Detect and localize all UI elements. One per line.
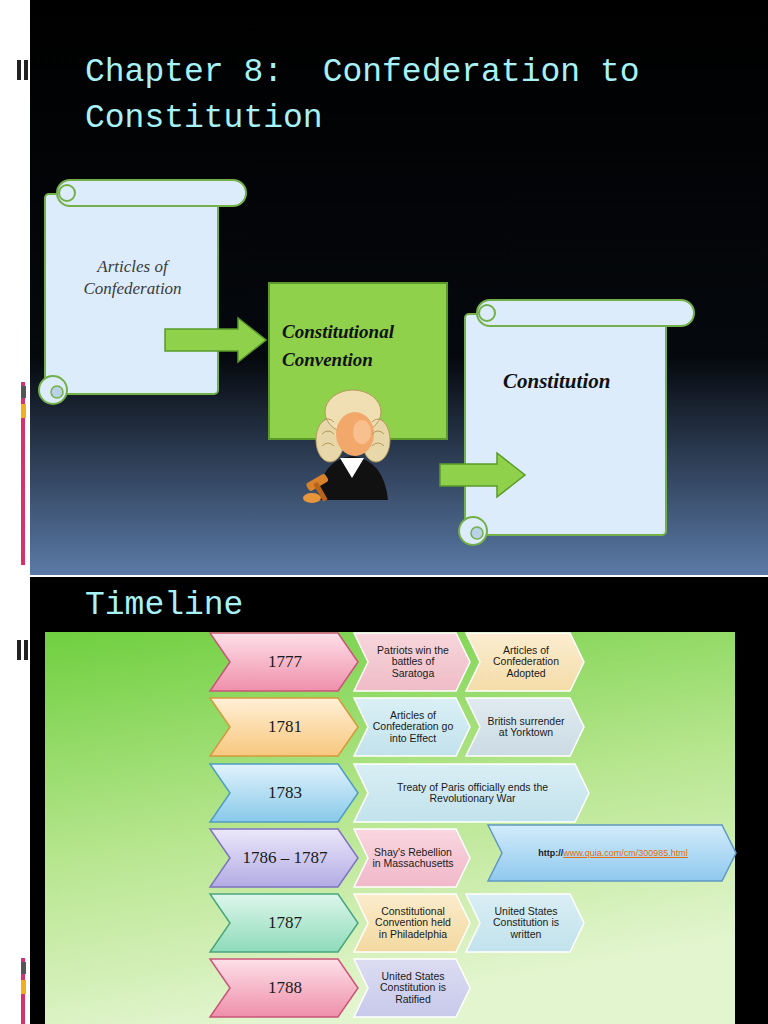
event-chevron: Articles of Confederation Adopted [466, 633, 584, 691]
node-text: Articles of Confederation [75, 256, 190, 300]
block-arrow [165, 318, 266, 362]
event-chevron: United States Constitution is Ratified [354, 959, 470, 1017]
node-text: Shay's Rebellion in Massachusetts [371, 847, 455, 870]
link-chevron: http://www.quia.com/cm/300985.html [488, 825, 736, 881]
node-text: United States Constitution is written [483, 906, 569, 941]
node-text: United States Constitution is Ratified [371, 971, 455, 1006]
text-block: 1788 [268, 978, 302, 998]
node-text: Articles of Confederation go into Effect [371, 710, 455, 745]
slide-title: Timeline [85, 584, 243, 628]
text-block: Treaty of Paris officially ends the Revo… [371, 782, 574, 805]
text-block: Shay's Rebellion in Massachusetts [371, 847, 455, 870]
node-text: www.quia.com/cm/300985.html [563, 848, 688, 858]
node-text: 1783 [268, 783, 302, 803]
event-chevron: Constitutional Convention held in Philad… [354, 894, 470, 952]
year-chevron: 1777 [210, 633, 358, 691]
year-chevron: 1787 [210, 894, 358, 952]
text-block: Articles of Confederation [75, 256, 190, 300]
event-chevron: Articles of Confederation go into Effect [354, 698, 470, 756]
text-block: Constitution [503, 368, 668, 394]
node-text: British surrender at Yorktown [483, 716, 569, 739]
text-block: http://www.quia.com/cm/300985.html [538, 847, 688, 859]
node-text: 1777 [268, 652, 302, 672]
year-chevron: 1788 [210, 959, 358, 1017]
text-block: 1787 [268, 913, 302, 933]
node-text: Constitutional Convention held in Philad… [371, 906, 455, 941]
slide-title: Chapter 8: Confederation to Constitution [85, 50, 685, 142]
event-chevron: Treaty of Paris officially ends the Revo… [354, 764, 589, 822]
text-block: 1783 [268, 783, 302, 803]
text-block: Constitutional Convention [282, 318, 440, 374]
node-text: 1788 [268, 978, 302, 998]
text-block: 1786 – 1787 [243, 848, 328, 868]
event-chevron: British surrender at Yorktown [466, 698, 584, 756]
text-block: Constitutional Convention held in Philad… [371, 906, 455, 941]
scroll-document: Articles of Confederation [35, 178, 250, 410]
text-block: Patriots win the battles of Saratoga [371, 645, 455, 680]
text-block: United States Constitution is Ratified [371, 971, 455, 1006]
block-arrow [440, 453, 525, 497]
node-text: 1781 [268, 717, 302, 737]
event-chevron: United States Constitution is written [466, 894, 584, 952]
text-block: Articles of Confederation Adopted [483, 645, 569, 680]
node-text: 1787 [268, 913, 302, 933]
node-text: Constitutional Convention [282, 318, 440, 374]
text-block: British surrender at Yorktown [483, 716, 569, 739]
year-chevron: 1786 – 1787 [210, 829, 358, 887]
event-chevron: Patriots win the battles of Saratoga [354, 633, 470, 691]
node-text: Patriots win the battles of Saratoga [371, 645, 455, 680]
node-text: Constitution [503, 368, 668, 394]
year-chevron: 1783 [210, 764, 358, 822]
node-text: Articles of Confederation Adopted [483, 645, 569, 680]
text-block: United States Constitution is written [483, 906, 569, 941]
node-text: http:// [538, 848, 563, 858]
node-text: Treaty of Paris officially ends the Revo… [371, 782, 574, 805]
text-block: Articles of Confederation go into Effect [371, 710, 455, 745]
text-block: 1777 [268, 652, 302, 672]
node-text: 1786 – 1787 [243, 848, 328, 868]
year-chevron: 1781 [210, 698, 358, 756]
scroll-document: Constitution [455, 298, 698, 551]
event-chevron: Shay's Rebellion in Massachusetts [354, 829, 470, 887]
text-block: 1781 [268, 717, 302, 737]
judge-icon [300, 382, 405, 507]
scroll-document-shape [455, 298, 698, 551]
